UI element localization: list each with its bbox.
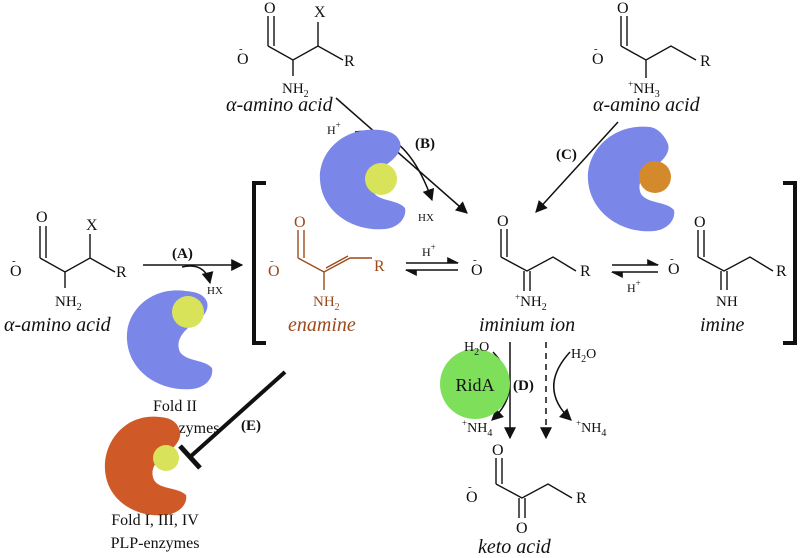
byproduct-hx-b: HX: [418, 212, 434, 224]
atom-o: O: [36, 209, 48, 226]
atom-o-minus: O: [10, 263, 22, 280]
charge-minus-keto: -: [468, 481, 472, 493]
label-keto-acid: keto acid: [478, 536, 552, 558]
atom-o-right: O: [617, 0, 629, 17]
proton-b: H+: [327, 120, 341, 137]
atom-o-imine: O: [694, 214, 706, 231]
bracket-right: [783, 181, 797, 345]
step-d-label: (D): [513, 378, 534, 394]
atom-nh2-plus: +NH2: [515, 292, 547, 313]
plp-cofactor-b: [365, 163, 397, 195]
atom-x-top: X: [314, 4, 326, 21]
fold134-enzyme: Fold I, III, IV PLP-enzymes: [104, 416, 200, 552]
charge-minus-enamine: -: [270, 255, 274, 267]
atom-nh2: NH2: [55, 294, 82, 313]
atom-r-keto: R: [576, 490, 587, 507]
water-right: H2O: [571, 347, 596, 365]
charge-minus-imine: -: [670, 253, 674, 265]
equilibrium-1: H+: [404, 242, 460, 276]
step-a: (A) HX: [143, 246, 244, 297]
byproduct-hx-a: HX: [207, 285, 223, 297]
atom-nh2-enamine: NH2: [313, 294, 340, 313]
atom-x: X: [86, 217, 98, 234]
atom-o-keto-1: O: [492, 442, 504, 459]
atom-o-minus-iminium: O: [471, 262, 483, 279]
fold134-label-1: Fold I, III, IV: [111, 512, 199, 529]
keto-acid-structure: O O - O R keto acid: [466, 442, 587, 558]
atom-nh-imine: NH: [716, 294, 738, 310]
amino-acid-top: O O - X R NH2 α-amino acid: [226, 0, 355, 116]
fold134-label-2: PLP-enzymes: [111, 535, 200, 552]
label-amino-acid-top: α-amino acid: [226, 94, 334, 116]
atom-r: R: [116, 264, 127, 281]
enzyme-c: [587, 126, 675, 232]
atom-o-keto-2: O: [516, 520, 528, 537]
enzyme-shape-orange: [104, 416, 187, 516]
charge-minus-right: -: [594, 43, 598, 55]
label-iminium-ion: iminium ion: [479, 314, 575, 336]
proton-eq1: H+: [422, 242, 436, 259]
step-d: RidA (D) H2O H2O +NH4 +NH4: [440, 340, 606, 440]
atom-nh2-top: NH2: [282, 81, 309, 100]
step-e: (E): [178, 370, 287, 470]
arrow-b: [335, 97, 468, 214]
arrow-hx-release: [181, 265, 214, 285]
arrow-water-spont: [553, 351, 572, 421]
atom-o-iminium: O: [497, 213, 509, 230]
label-imine: imine: [700, 314, 745, 336]
charge-minus-iminium: -: [473, 254, 477, 266]
atom-o-top: O: [264, 0, 276, 17]
fold2-enzyme: Fold II PLP-enzymes: [126, 290, 219, 437]
ridA-enzyme: [440, 349, 510, 419]
label-enamine: enamine: [288, 314, 356, 336]
atom-r-iminium: R: [580, 263, 591, 280]
iminium-ion-structure: O O - R +NH2 iminium ion: [471, 213, 591, 336]
bracket-left: [252, 181, 266, 345]
label-amino-acid-left: α-amino acid: [4, 314, 112, 336]
inhibition-line: [188, 370, 287, 459]
enzyme-b: [319, 129, 406, 230]
equilibrium-2: H+: [610, 259, 660, 295]
atom-o-enamine: O: [294, 214, 306, 231]
arrow-c: [535, 121, 619, 213]
enamine-structure: O O - R NH2 enamine: [268, 214, 385, 336]
water-left: H2O: [464, 340, 489, 358]
atom-r-right: R: [700, 53, 711, 70]
step-b-label: (B): [415, 136, 435, 152]
inactive-cofactor: [639, 161, 671, 193]
atom-o-minus-enamine: O: [268, 263, 280, 280]
step-c: (C): [535, 121, 619, 213]
atom-o-minus-imine: O: [668, 261, 680, 278]
ridA-label: RidA: [455, 375, 494, 395]
atom-nh3: +NH3: [628, 79, 660, 100]
enzyme-shape-c: [587, 126, 675, 232]
label-amino-acid-right: α-amino acid: [593, 94, 701, 116]
atom-o-minus-keto: O: [466, 489, 478, 506]
ammonium-left: +NH4: [462, 418, 492, 439]
enzyme-shape-b: [319, 129, 406, 230]
charge-minus-top: -: [239, 43, 243, 55]
atom-r-top: R: [344, 53, 355, 70]
atom-r-imine: R: [776, 263, 787, 280]
amino-acid-left: O O - X R NH2 α-amino acid: [4, 209, 127, 336]
step-e-label: (E): [241, 418, 261, 434]
step-c-label: (C): [556, 147, 577, 163]
ammonium-right: +NH4: [576, 418, 606, 439]
amino-acid-right: O O - R +NH3 α-amino acid: [592, 0, 711, 116]
plp-cofactor-2: [153, 445, 179, 471]
proton-eq2: H+: [627, 278, 641, 295]
plp-cofactor: [172, 296, 204, 328]
step-a-label: (A): [172, 246, 193, 262]
atom-r-enamine: R: [374, 258, 385, 275]
atom-o-minus-right: O: [592, 51, 604, 68]
atom-o-minus-top: O: [237, 51, 249, 68]
charge-minus: -: [12, 255, 16, 267]
fold2-label-1: Fold II: [153, 398, 197, 415]
imine-structure: O O - R NH imine: [668, 214, 787, 336]
inhibition-bar: [178, 444, 202, 470]
